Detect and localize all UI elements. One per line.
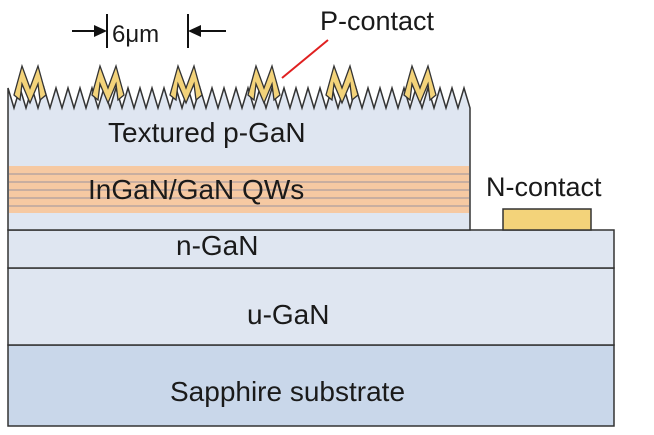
spacing-dimension [72, 14, 226, 48]
sapphire-label: Sapphire substrate [170, 376, 405, 407]
p-contact-feature-1 [13, 63, 47, 105]
arrow-left-icon [188, 25, 201, 37]
ngan-label: n-GaN [176, 230, 258, 261]
textured-pgan-label: Textured p-GaN [108, 117, 306, 148]
arrow-right-icon [94, 25, 107, 37]
ugan-label: u-GaN [247, 299, 329, 330]
ugan-layer [7, 267, 615, 346]
n-contact-label: N-contact [486, 172, 602, 202]
sapphire-substrate-layer [7, 344, 615, 427]
p-contact-feature-3 [169, 63, 203, 105]
qw-lines [9, 173, 469, 207]
spacing-label: 6μm [112, 21, 159, 48]
p-contact-feature-6 [403, 63, 437, 105]
qws-label: InGaN/GaN QWs [88, 174, 304, 205]
ngan-layer [7, 229, 615, 269]
p-contact-label: P-contact [320, 6, 435, 36]
p-contact-feature-4 [247, 63, 281, 105]
p-contact-leader-line [281, 39, 329, 79]
p-contact-features [13, 63, 437, 105]
n-contact-pad [502, 208, 592, 231]
p-contact-feature-2 [91, 63, 125, 105]
p-contact-feature-5 [325, 63, 359, 105]
